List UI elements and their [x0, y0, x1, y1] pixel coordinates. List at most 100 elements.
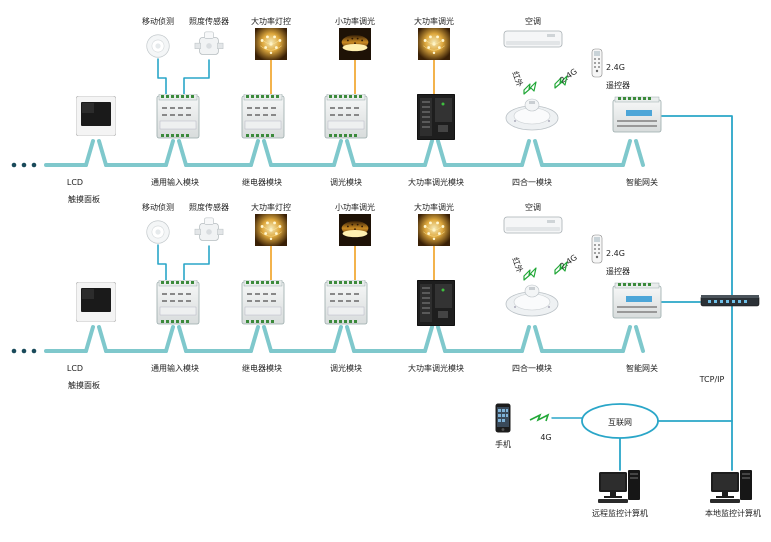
- sensor-link: [183, 59, 210, 95]
- ellipsis-icon: [11, 348, 37, 354]
- din-module-icon: [241, 280, 285, 325]
- internet-cloud: [581, 403, 659, 439]
- backbone-link: [661, 115, 733, 471]
- sensor-link: [157, 58, 167, 95]
- link-layer: [44, 58, 733, 471]
- ellipsis-icon: [11, 162, 37, 168]
- lcd-label: LCD: [67, 178, 83, 187]
- smartphone-icon: [495, 403, 511, 433]
- motion-sensor-icon: [146, 34, 170, 58]
- chandelier-icon: [255, 214, 287, 246]
- lcd-panel-icon: [76, 282, 116, 322]
- input-module-label: 通用输入模块: [151, 363, 199, 373]
- rf-label: 2.4G: [558, 253, 579, 271]
- bus-drop: [423, 325, 447, 353]
- din-module-icon: [241, 94, 285, 139]
- air-conditioner-icon: [503, 30, 563, 48]
- chandelier-icon: [255, 28, 287, 60]
- gateway-icon: [612, 96, 662, 133]
- high-power-light-label: 大功率灯控: [251, 16, 291, 26]
- rf-signal-icon: [554, 75, 568, 89]
- remote-pc-label: 远程监控计算机: [592, 508, 648, 518]
- chandelier-icon: [418, 28, 450, 60]
- din-module-icon: [324, 280, 368, 325]
- hp-dimmer-icon: [417, 94, 455, 140]
- din-module-icon: [156, 280, 200, 325]
- hp-dimmer-icon: [417, 280, 455, 326]
- input-module-label: 通用输入模块: [151, 177, 199, 187]
- ir-signal-icon: [523, 81, 537, 95]
- lux-sensor-label: 照度传感器: [189, 202, 229, 212]
- ir-signal-icon: [523, 267, 537, 281]
- remote-label: 遥控器: [606, 80, 630, 90]
- dimmer-module-label: 调光模块: [330, 363, 362, 373]
- desktop-computer-icon: [710, 470, 752, 503]
- remote-frequency-label: 2.4G: [606, 63, 625, 72]
- hp-dimmer-module-label: 大功率调光模块: [408, 177, 464, 187]
- bus-drop: [520, 139, 544, 167]
- bus-drop: [332, 325, 356, 353]
- rf-label: 2.4G: [558, 67, 579, 85]
- bus-drop: [84, 139, 108, 167]
- sensor-link: [157, 244, 167, 281]
- bus-drop: [621, 139, 645, 167]
- network-switch-icon: [700, 294, 760, 307]
- remote-label: 遥控器: [606, 266, 630, 276]
- touch-panel-label: 触摸面板: [68, 194, 100, 204]
- motion-sensor-label: 移动侦测: [142, 16, 174, 26]
- local-pc-label: 本地监控计算机: [705, 508, 761, 518]
- lcd-label: LCD: [67, 364, 83, 373]
- gateway-icon: [612, 282, 662, 319]
- bus-drop: [84, 325, 108, 353]
- high-power-dimming-label: 大功率调光: [414, 16, 454, 26]
- lcd-panel-icon: [76, 96, 116, 136]
- lux-sensor-label: 照度传感器: [189, 16, 229, 26]
- internet-label: 互联网: [608, 418, 632, 427]
- desktop-computer-icon: [598, 470, 640, 503]
- small-dimming-label: 小功率调光: [335, 16, 375, 26]
- relay-module-label: 继电器模块: [242, 363, 282, 373]
- din-module-icon: [324, 94, 368, 139]
- bus-drop: [520, 325, 544, 353]
- sensor-link: [183, 245, 210, 281]
- ir-label: 红外: [510, 70, 525, 88]
- remote-control-icon: [591, 48, 603, 78]
- remote-frequency-label: 2.4G: [606, 249, 625, 258]
- ceiling-sensor-icon: [505, 98, 559, 131]
- lux-sensor-icon: [194, 217, 224, 241]
- ceiling-lamp-icon: [339, 28, 371, 60]
- air-conditioner-label: 空调: [525, 202, 541, 212]
- small-dimming-label: 小功率调光: [335, 202, 375, 212]
- bus-drop: [423, 139, 447, 167]
- rf-signal-icon: [554, 261, 568, 275]
- bus-drop: [332, 139, 356, 167]
- phone-label: 手机: [495, 439, 511, 449]
- hp-dimmer-module-label: 大功率调光模块: [408, 363, 464, 373]
- gateway-label: 智能网关: [626, 363, 658, 373]
- bus-drop: [164, 139, 188, 167]
- four-in-one-label: 四合一模块: [512, 177, 552, 187]
- ceiling-sensor-icon: [505, 284, 559, 317]
- relay-module-label: 继电器模块: [242, 177, 282, 187]
- four-in-one-label: 四合一模块: [512, 363, 552, 373]
- tcp-ip-label: TCP/IP: [699, 375, 725, 384]
- dimmer-module-label: 调光模块: [330, 177, 362, 187]
- motion-sensor-label: 移动侦测: [142, 202, 174, 212]
- high-power-light-label: 大功率灯控: [251, 202, 291, 212]
- 4g-signal-icon: [529, 413, 550, 422]
- phone-4g-label: 4G: [540, 433, 551, 442]
- high-power-dimming-label: 大功率调光: [414, 202, 454, 212]
- air-conditioner-label: 空调: [525, 16, 541, 26]
- ir-label: 红外: [510, 256, 525, 274]
- node-layer: [11, 28, 760, 503]
- chandelier-icon: [418, 214, 450, 246]
- gateway-label: 智能网关: [626, 177, 658, 187]
- bus-drop: [249, 139, 273, 167]
- bus-drop: [621, 325, 645, 353]
- din-module-icon: [156, 94, 200, 139]
- ceiling-lamp-icon: [339, 214, 371, 246]
- bus-drop: [164, 325, 188, 353]
- touch-panel-label: 触摸面板: [68, 380, 100, 390]
